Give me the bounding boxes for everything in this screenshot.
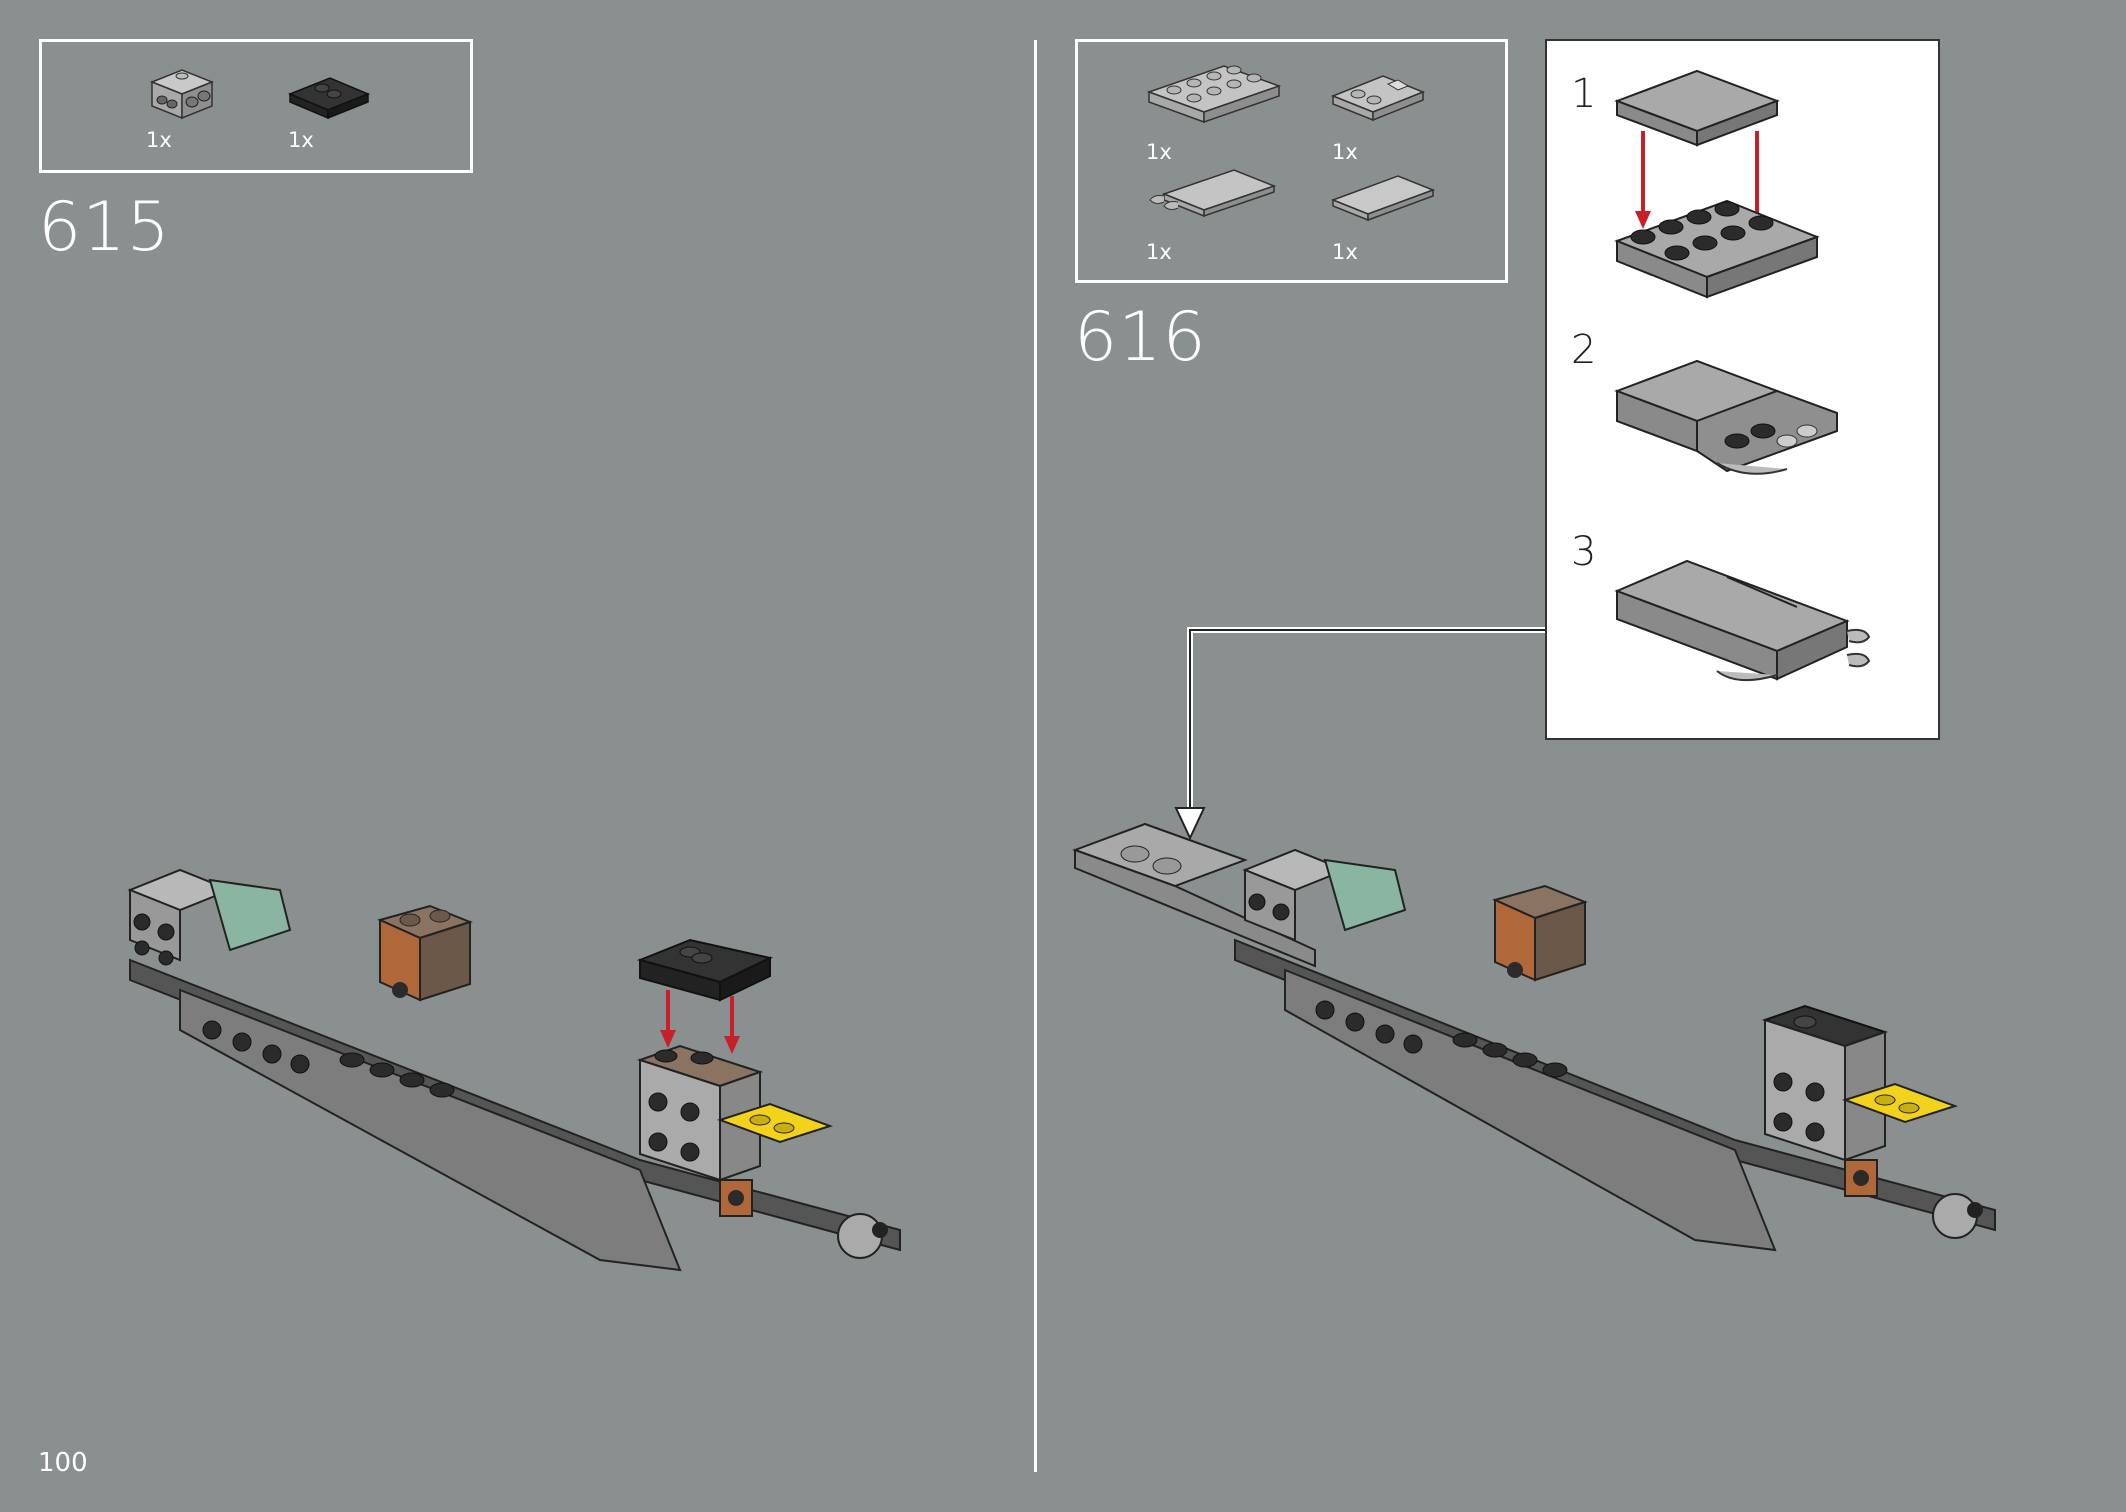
substep-number: 3 — [1571, 529, 1597, 575]
substep-2-illustration — [1614, 359, 1838, 475]
dark-gray-tile-2x2-with-studs-icon — [288, 77, 370, 120]
part-qty: 1x — [1332, 140, 1358, 164]
sub-assembly-callout: 1 2 3 — [1545, 39, 1940, 740]
substep-3-illustration — [1614, 559, 1871, 682]
light-gray-tile-with-clips-icon — [1149, 169, 1277, 218]
parts-callout-615: 1x 1x — [39, 39, 473, 173]
light-gray-plate-2x4-icon — [1146, 65, 1282, 124]
substep-number: 2 — [1571, 327, 1597, 373]
parts-callout-616: 1x 1x 1x 1x — [1075, 39, 1508, 283]
step-number-615: 615 — [38, 188, 171, 267]
light-gray-plate-with-clips-icon — [1330, 75, 1426, 122]
part-qty: 1x — [288, 128, 314, 152]
model-step-616 — [1072, 822, 1996, 1252]
page-divider — [1034, 40, 1037, 1472]
part-qty: 1x — [1146, 240, 1172, 264]
part-qty: 1x — [1146, 140, 1172, 164]
page-number: 100 — [38, 1448, 88, 1478]
part-qty: 1x — [1332, 240, 1358, 264]
part-qty: 1x — [146, 128, 172, 152]
model-step-615 — [127, 868, 901, 1272]
step-number-616: 616 — [1074, 298, 1207, 377]
substep-number: 1 — [1571, 71, 1597, 117]
substep-1-illustration — [1614, 69, 1820, 299]
light-gray-bracket-1x2-icon — [149, 69, 215, 120]
light-gray-tile-2x4-icon — [1330, 175, 1436, 222]
